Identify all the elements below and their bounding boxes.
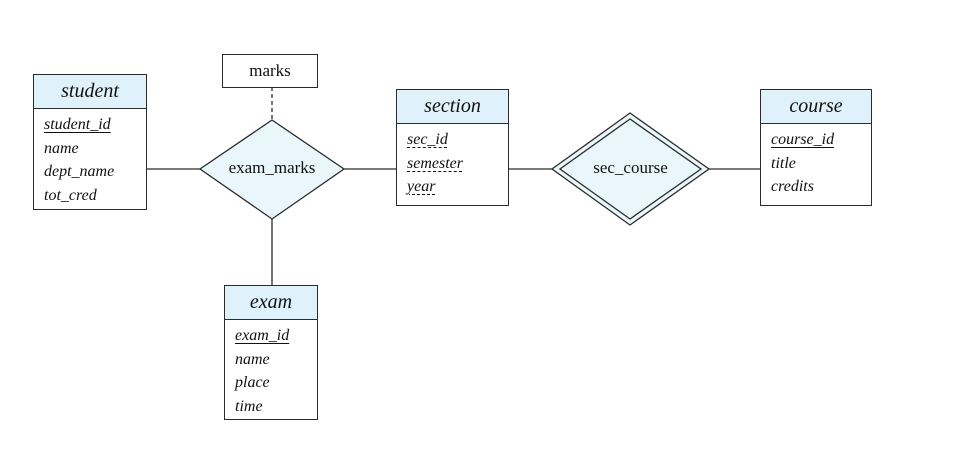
- course-attr-credits: credits: [771, 178, 814, 195]
- exam-marks-diamond: [198, 119, 346, 220]
- student-attr-dept-name: dept_name: [44, 163, 115, 180]
- exam-attr-exam-id: exam_id: [235, 327, 290, 344]
- section-attr-semester: semester: [407, 154, 463, 172]
- course-entity-title: course: [761, 90, 871, 124]
- course-attr-title: title: [771, 154, 796, 172]
- marks-attribute-box: marks: [222, 54, 318, 88]
- exam-attributes: exam_id name place time: [225, 320, 317, 418]
- section-attr-year: year: [407, 178, 436, 195]
- student-entity-title: student: [34, 75, 146, 109]
- student-attr-student-id: student_id: [44, 116, 111, 133]
- section-entity: section sec_id semester year: [396, 89, 509, 206]
- exam-attr-name: name: [235, 350, 270, 368]
- exam-attr-place: place: [235, 374, 270, 391]
- exam-entity-title: exam: [225, 286, 317, 320]
- student-entity: student student_id name dept_name tot_cr…: [33, 74, 147, 210]
- section-entity-title: section: [397, 90, 508, 124]
- student-attr-tot-cred: tot_cred: [44, 186, 97, 204]
- sec-course-diamond-inner: [558, 118, 703, 220]
- section-attributes: sec_id semester year: [397, 124, 508, 199]
- course-entity: course course_id title credits: [760, 89, 872, 206]
- exam-entity: exam exam_id name place time: [224, 285, 318, 420]
- sec-course-diamond-outer: [550, 112, 711, 226]
- section-attr-sec-id: sec_id: [407, 131, 448, 148]
- exam-attr-time: time: [235, 397, 263, 415]
- student-attributes: student_id name dept_name tot_cred: [34, 109, 146, 207]
- sec-course-label: sec_course: [593, 158, 668, 177]
- student-attr-name: name: [44, 139, 79, 157]
- exam-marks-label: exam_marks: [228, 158, 316, 177]
- course-attributes: course_id title credits: [761, 124, 871, 199]
- course-attr-course-id: course_id: [771, 131, 835, 148]
